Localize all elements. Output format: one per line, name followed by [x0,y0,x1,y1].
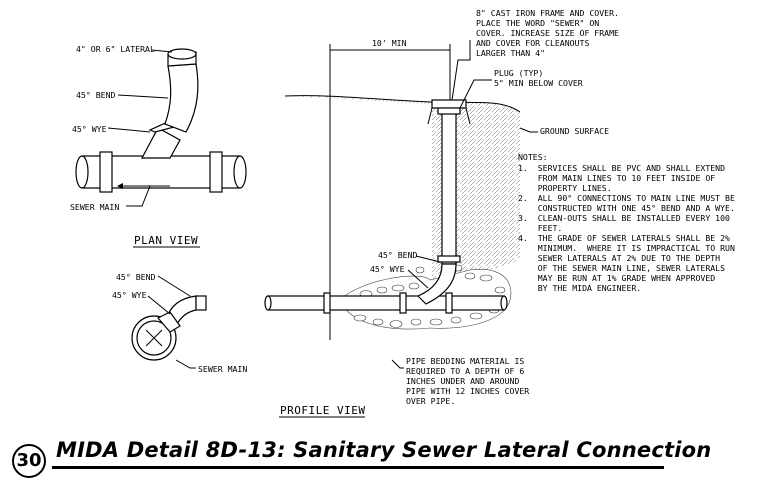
profile-view: 10' MIN [112,8,624,418]
callout-sewer-main: SEWER MAIN [70,202,119,212]
plug-note: PLUG (TYP) 5" MIN BELOW COVER [494,68,583,88]
leader-bend-left [157,275,191,297]
callout-bend: 45° BEND [76,90,116,100]
profile-sewer-main-section [131,295,207,361]
leader-bend [117,94,169,99]
leader-wye [107,127,151,133]
profile-callout-wye-left: 45° WYE [112,290,147,300]
leader-plug [459,79,492,109]
callout-lateral: 4" OR 6" LATERAL [76,44,155,54]
dimension-10-min: 10' MIN [372,38,407,48]
notes-heading: NOTES: [518,152,548,162]
leader-wye-left [147,295,171,315]
leader-bedding [391,359,404,369]
profile-callout-bend-left: 45° BEND [116,272,156,282]
cleanout-riser [416,99,471,305]
callout-wye: 45° WYE [72,124,107,134]
bedding-note: PIPE BEDDING MATERIAL IS REQUIRED TO A D… [406,356,534,406]
title-underline [52,466,664,469]
frame-note: 8" CAST IRON FRAME AND COVER. PLACE THE … [476,8,624,58]
leader-main [126,185,151,207]
detail-number-badge: 30 [12,444,46,478]
plan-sewer-main-pipe [75,151,247,193]
plan-view-label: PLAN VIEW [134,234,198,247]
leader-lateral [151,49,173,53]
soil-hatch [285,95,520,290]
cleanout-plug [437,107,461,115]
detail-title: MIDA Detail 8D-13: Sanitary Sewer Latera… [56,438,712,462]
title-block: 30 MIDA Detail 8D-13: Sanitary Sewer Lat… [8,434,752,484]
profile-callout-sewer-main: SEWER MAIN [198,364,247,374]
leader-sewer-main [175,359,196,369]
profile-lateral-pipe [264,292,508,314]
leader-ground [519,127,538,133]
profile-callout-bend-right: 45° BEND [378,250,418,260]
leader-frame [451,40,471,101]
leader-bend-right [415,255,441,263]
plan-lateral-assembly [141,48,199,159]
general-notes: NOTES: 1. SERVICES SHALL BE PVC AND SHAL… [518,152,735,293]
profile-view-label: PROFILE VIEW [280,404,365,417]
plan-view: 4" OR 6" LATERAL 45° BEND 45° WYE SEWER … [70,44,247,248]
leader-wye-right [407,269,429,289]
profile-callout-wye-right: 45° WYE [370,264,405,274]
ground-surface-label: GROUND SURFACE [540,126,609,136]
notes-body: 1. SERVICES SHALL BE PVC AND SHALL EXTEN… [518,163,735,293]
ground-surface-line [284,95,521,113]
